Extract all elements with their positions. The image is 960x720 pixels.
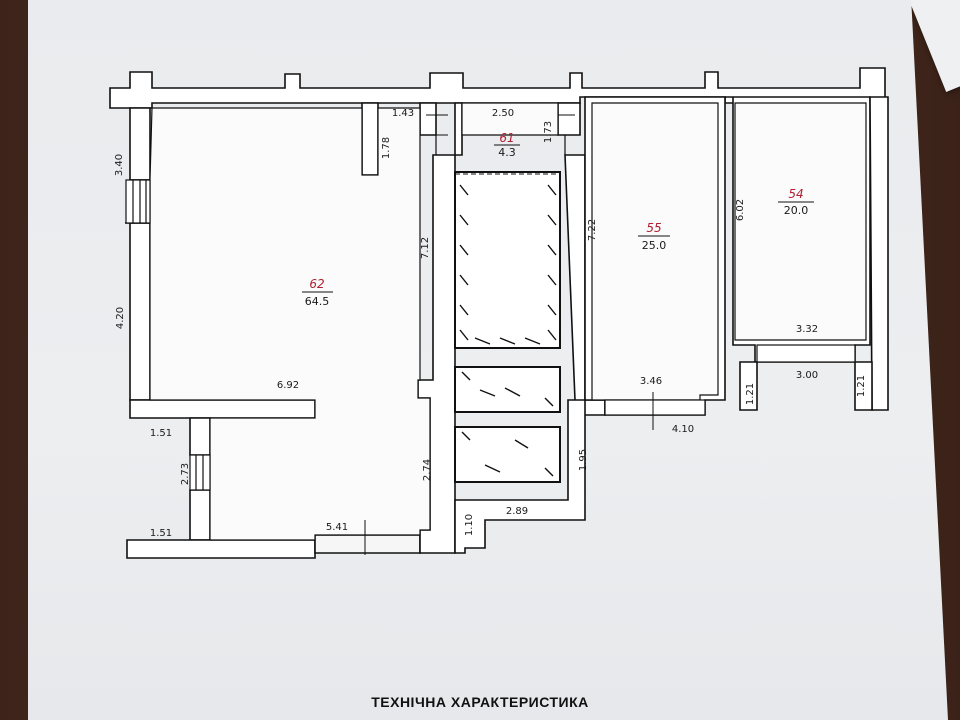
dim-3-40: 3.40 [114, 154, 125, 176]
dim-7-22: 7.22 [587, 219, 598, 241]
dim-4-10: 4.10 [672, 424, 694, 435]
dim-2-74: 2.74 [422, 459, 433, 481]
dim-1-10: 1.10 [464, 514, 475, 536]
dimension-labels: 3.40 1.43 2.50 1.78 1.73 7.12 7.22 6.02 … [114, 108, 867, 539]
dim-1-95: 1.95 [578, 449, 589, 471]
room-62-area: 64.5 [305, 295, 330, 308]
room-labels: 62 64.5 61 4.3 55 25.0 54 20.0 [302, 131, 814, 308]
room-61-number: 61 [499, 131, 514, 145]
dim-1-43: 1.43 [392, 108, 414, 119]
dim-7-12: 7.12 [420, 237, 431, 259]
dim-1-78: 1.78 [381, 137, 392, 159]
dim-1-51-lower: 1.51 [150, 528, 172, 539]
dimension-lines [364, 114, 654, 555]
dim-1-21-left: 1.21 [745, 383, 756, 405]
openings [125, 135, 856, 491]
room-areas [149, 102, 867, 541]
room-62-number: 62 [309, 277, 324, 291]
dim-4-20: 4.20 [115, 307, 126, 329]
dim-2-73: 2.73 [180, 463, 191, 485]
dim-5-41: 5.41 [326, 522, 348, 533]
door-room-55 [604, 399, 706, 416]
dim-2-89: 2.89 [506, 506, 528, 517]
closet-small [454, 426, 561, 483]
dim-1-21-right: 1.21 [856, 375, 867, 397]
dim-6-92: 6.92 [277, 380, 299, 391]
closet-hatching [459, 184, 557, 477]
door-room-54 [756, 344, 856, 363]
room-55-area: 25.0 [642, 239, 667, 252]
dim-2-50: 2.50 [492, 108, 514, 119]
room-54-number: 54 [788, 187, 803, 201]
dim-3-00: 3.00 [796, 370, 818, 381]
section-heading: ТЕХНІЧНА ХАРАКТЕРИСТИКА [371, 694, 589, 710]
room-54-area: 20.0 [784, 204, 809, 217]
window-lower-left [189, 454, 211, 491]
dim-1-73: 1.73 [543, 121, 554, 143]
dim-3-46: 3.46 [640, 376, 662, 387]
room-55-number: 55 [646, 221, 661, 235]
room-61-area: 4.3 [498, 146, 516, 159]
dim-1-51-upper: 1.51 [150, 428, 172, 439]
built-in-closets [454, 171, 561, 483]
dim-3-32: 3.32 [796, 324, 818, 335]
dim-6-02: 6.02 [735, 199, 746, 221]
closet-large [454, 171, 561, 349]
